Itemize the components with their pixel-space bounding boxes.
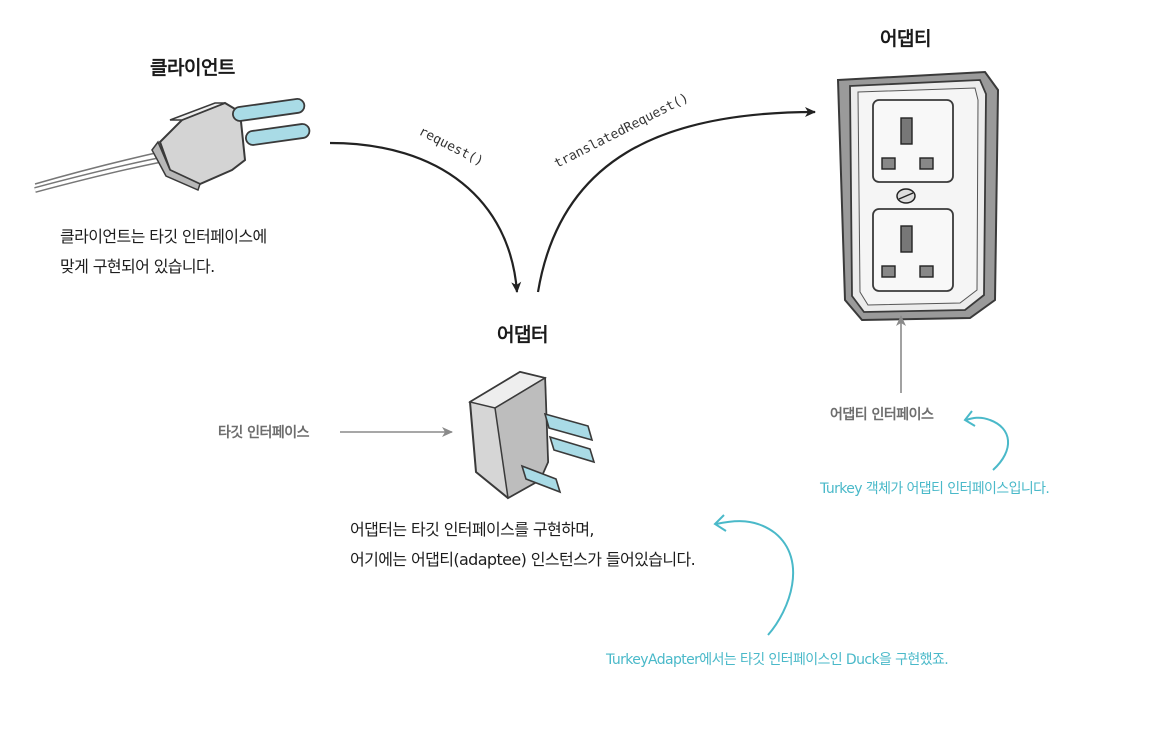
turkey-note-arrow [965, 416, 1010, 471]
adaptee-interface-label: 어댑티 인터페이스 [830, 407, 934, 423]
request-arrow [329, 141, 522, 293]
adapter-description-line1: 어댑터는 타깃 인터페이스를 구현하며, [350, 520, 594, 539]
client-description-line2: 맞게 구현되어 있습니다. [60, 257, 215, 276]
adapter-title: 어댑터 [497, 324, 548, 346]
turkey-adapter-note-arrow [715, 520, 795, 636]
translated-request-arrow [536, 107, 816, 293]
turkey-note: Turkey 객체가 어댑티 인터페이스입니다. [820, 481, 1050, 497]
target-interface-label: 타깃 인터페이스 [218, 425, 310, 441]
adaptee-title: 어댑티 [880, 28, 931, 50]
client-description-line1: 클라이언트는 타깃 인터페이스에 [60, 227, 267, 246]
adaptee-outlet-icon [836, 70, 1000, 322]
turkey-adapter-note: TurkeyAdapter에서는 타깃 인터페이스인 Duck을 구현했죠. [606, 652, 949, 668]
turkey-adapter-note-arrowhead [713, 514, 727, 532]
client-title: 클라이언트 [150, 57, 235, 79]
adapter-plug-icon [468, 370, 596, 500]
adapter-description-line2: 어기에는 어댑티(adaptee) 인스턴스가 들어있습니다. [350, 550, 696, 569]
adapter-description: 어댑터는 타깃 인터페이스를 구현하며, 어기에는 어댑티(adaptee) 인… [350, 515, 810, 575]
request-label: request() [416, 124, 486, 169]
client-plug-icon [34, 97, 311, 193]
turkey-note-arrowhead [963, 410, 976, 427]
client-description: 클라이언트는 타깃 인터페이스에 맞게 구현되어 있습니다. [60, 222, 360, 282]
